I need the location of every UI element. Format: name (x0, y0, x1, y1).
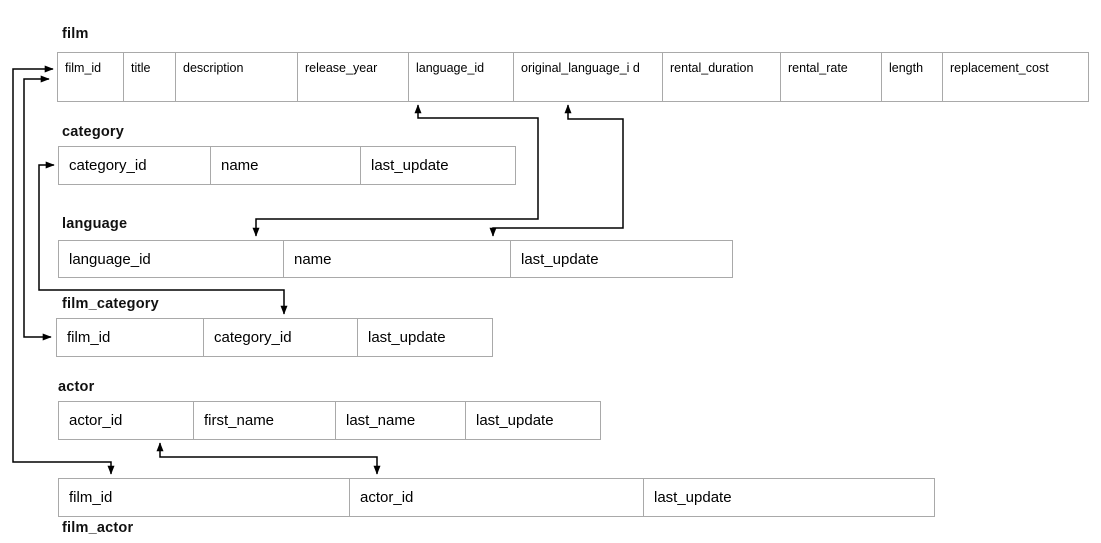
column-film_category-last_update: last_update (368, 329, 446, 346)
column-language-language_id: language_id (59, 241, 284, 277)
column-film-length: length (882, 53, 943, 101)
connector-filmactor-actorid-to-actor-actorid (156, 442, 381, 475)
column-film-language_id: language_id (409, 53, 514, 101)
table-title-film_category: film_category (62, 296, 159, 312)
table-film: film_id title description release_year l… (57, 52, 1089, 102)
column-film_category-film_id: film_id (57, 319, 204, 356)
column-language-name: name (284, 241, 511, 277)
connector-filmcategory-filmid-to-film-filmid (23, 75, 52, 341)
column-actor-actor_id: actor_id (59, 402, 194, 439)
column-film_actor-last_update: last_update (654, 489, 732, 506)
column-actor-last_name: last_name (336, 402, 466, 439)
table-category: category_id name last_update (58, 146, 516, 185)
column-actor-last_update: last_update (476, 412, 554, 429)
column-category-last_update: last_update (371, 157, 449, 174)
table-actor: actor_id first_name last_name last_updat… (58, 401, 601, 440)
column-actor-first_name: first_name (194, 402, 336, 439)
table-title-language: language (62, 216, 128, 232)
table-title-film_actor: film_actor (62, 520, 134, 536)
column-film-replacement_cost: replacement_cost (950, 61, 1049, 75)
column-film_actor-actor_id: actor_id (350, 479, 644, 516)
column-film_actor-film_id: film_id (59, 479, 350, 516)
column-film-original_language_id: original_language_i d (514, 53, 663, 101)
column-film-title: title (124, 53, 176, 101)
column-film-film_id: film_id (58, 53, 124, 101)
column-film_category-category_id: category_id (204, 319, 358, 356)
table-title-actor: actor (58, 379, 95, 395)
column-category-name: name (211, 147, 361, 184)
column-film-description: description (176, 53, 298, 101)
column-film-rental_duration: rental_duration (663, 53, 781, 101)
table-film_actor: film_id actor_id last_update (58, 478, 935, 517)
table-language: language_id name last_update (58, 240, 733, 278)
column-film-rental_rate: rental_rate (781, 53, 882, 101)
column-category-category_id: category_id (59, 147, 211, 184)
column-film-release_year: release_year (298, 53, 409, 101)
column-language-last_update: last_update (521, 250, 599, 268)
table-title-film: film (62, 26, 89, 42)
table-title-category: category (62, 124, 125, 140)
table-film_category: film_id category_id last_update (56, 318, 493, 357)
